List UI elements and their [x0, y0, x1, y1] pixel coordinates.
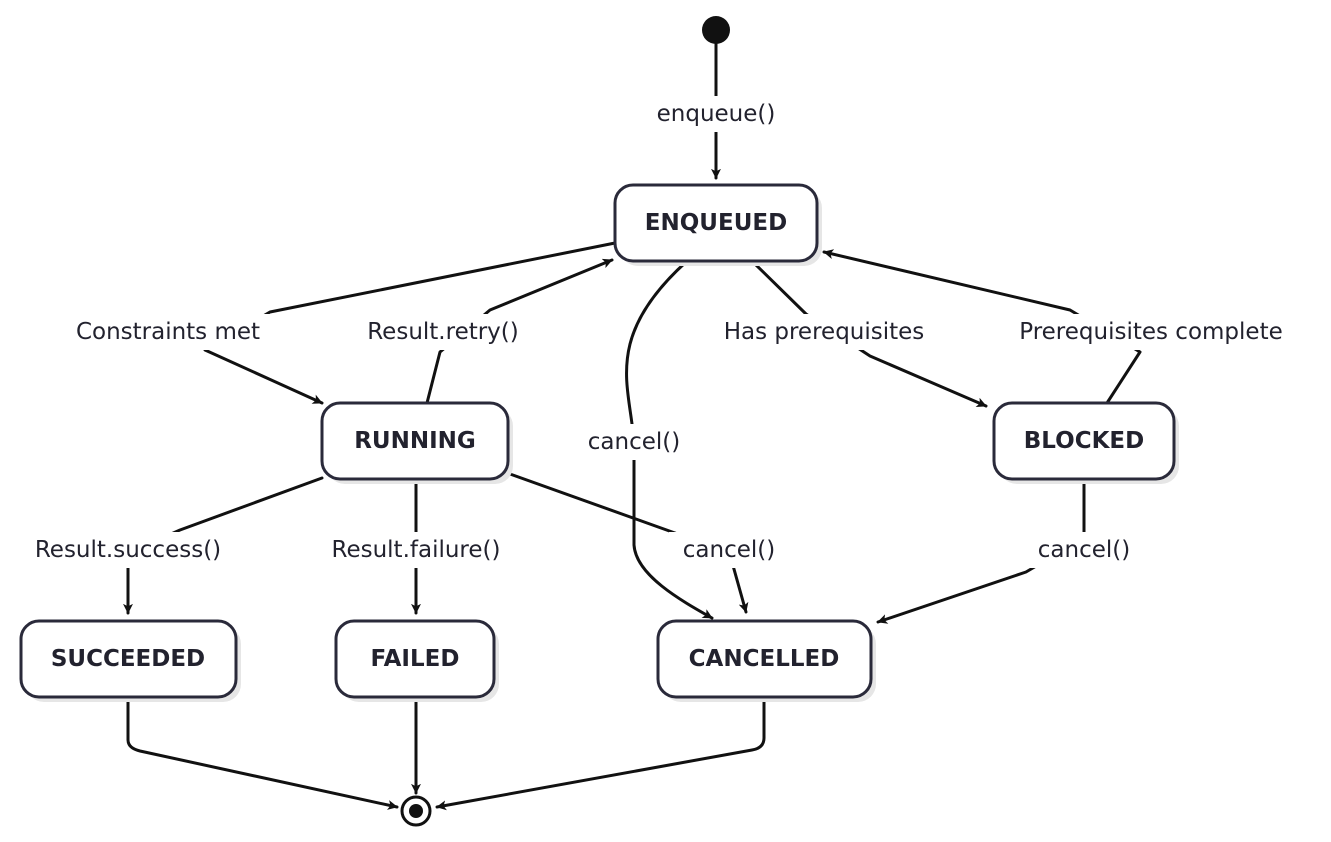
- label-constraints-met-text: Constraints met: [76, 319, 260, 345]
- label-prerequisites-complete-bg: [982, 314, 1321, 350]
- edge-cancelled-to-final: [435, 696, 766, 811]
- label-has-prerequisites-text: Has prerequisites: [724, 319, 925, 345]
- label-cancel-blocked-bg: [1024, 532, 1144, 568]
- state-succeeded-label: SUCCEEDED: [51, 646, 205, 672]
- state-blocked-box: [992, 401, 1176, 481]
- transition-labels: enqueue() Constraints met Result.retry()…: [10, 96, 1321, 568]
- state-cancelled-box: [656, 619, 873, 699]
- state-enqueued-box: [613, 183, 819, 263]
- state-blocked[interactable]: BLOCKED: [992, 401, 1179, 484]
- label-result-failure-text: Result.failure(): [332, 537, 501, 563]
- state-succeeded-box: [19, 619, 238, 699]
- state-running[interactable]: RUNNING: [320, 401, 513, 484]
- label-result-retry-text: Result.retry(): [367, 319, 519, 345]
- state-running-label: RUNNING: [354, 428, 476, 454]
- label-constraints-met-bg: [50, 314, 286, 350]
- state-succeeded[interactable]: SUCCEEDED: [19, 619, 241, 702]
- state-cancelled-label: CANCELLED: [689, 646, 840, 672]
- state-failed-box: [334, 619, 496, 699]
- final-state-dot: [409, 804, 423, 818]
- state-failed[interactable]: FAILED: [334, 619, 499, 702]
- label-result-success-bg: [10, 532, 247, 568]
- label-result-retry-bg: [341, 314, 545, 350]
- initial-state-dot: [702, 16, 730, 44]
- final-state: [400, 795, 432, 827]
- label-result-retry: Result.retry(): [341, 314, 545, 350]
- label-cancel-enqueued-bg: [574, 424, 694, 460]
- state-blocked-label: BLOCKED: [1024, 428, 1144, 454]
- label-cancel-blocked: cancel(): [1024, 532, 1144, 568]
- label-prerequisites-complete-text: Prerequisites complete: [1019, 319, 1283, 345]
- label-enqueue-text: enqueue(): [657, 101, 776, 127]
- label-cancel-blocked-text: cancel(): [1038, 537, 1130, 563]
- label-cancel-running-text: cancel(): [683, 537, 775, 563]
- label-result-failure-bg: [305, 532, 527, 568]
- label-constraints-met: Constraints met: [50, 314, 286, 350]
- label-result-success: Result.success(): [10, 532, 247, 568]
- state-failed-label: FAILED: [371, 646, 460, 672]
- label-result-success-text: Result.success(): [35, 537, 221, 563]
- label-enqueue: enqueue(): [641, 96, 791, 132]
- state-enqueued[interactable]: ENQUEUED: [613, 183, 822, 266]
- label-cancel-enqueued: cancel(): [574, 424, 694, 460]
- label-cancel-running: cancel(): [669, 532, 789, 568]
- edge-succeeded-to-final: [126, 696, 399, 810]
- label-enqueue-bg: [641, 96, 791, 132]
- label-cancel-enqueued-text: cancel(): [588, 429, 680, 455]
- label-result-failure: Result.failure(): [305, 532, 527, 568]
- label-has-prerequisites: Has prerequisites: [694, 314, 954, 350]
- state-enqueued-label: ENQUEUED: [645, 210, 787, 236]
- state-running-box: [320, 401, 510, 481]
- label-prerequisites-complete: Prerequisites complete: [982, 314, 1321, 350]
- label-has-prerequisites-bg: [694, 314, 954, 350]
- label-cancel-running-bg: [669, 532, 789, 568]
- state-cancelled[interactable]: CANCELLED: [656, 619, 876, 702]
